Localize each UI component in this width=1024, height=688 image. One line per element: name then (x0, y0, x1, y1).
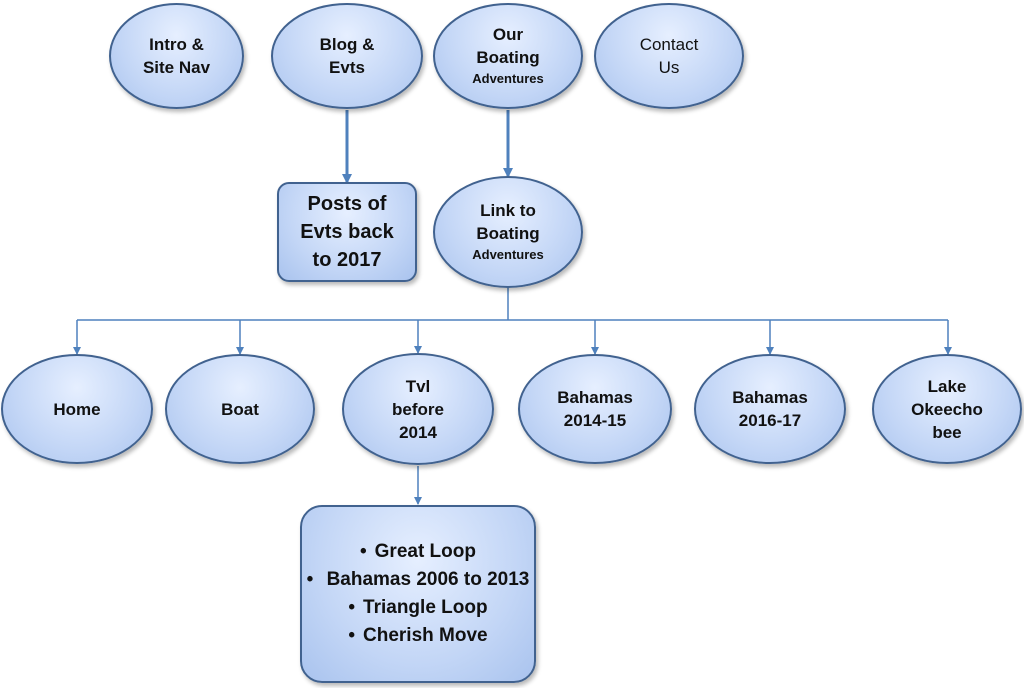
intro-site-nav-node: Intro & Site Nav (109, 3, 244, 109)
home-node: Home (1, 354, 153, 464)
boat-node: Boat (165, 354, 315, 464)
lake-okeechobee-node: Lake Okeecho bee (872, 354, 1022, 464)
link-line-1: Link to (480, 201, 536, 220)
boat-line-1: Boat (221, 399, 259, 419)
link-line-3: Adventures (472, 247, 544, 262)
bahamas-1617-line-1: Bahamas (732, 388, 808, 407)
posts-line-3: to 2017 (312, 249, 382, 271)
bahamas-1617-line-2: 2016-17 (738, 411, 802, 430)
blog-line-1: Blog & (319, 35, 375, 54)
tvl-line-2: before (392, 399, 444, 419)
contact-line-1: Contact (639, 35, 699, 54)
link-line-2: Boating (476, 224, 540, 243)
tvl-line-1: Tvl (405, 376, 431, 396)
detail-item-cherish-move: Cherish Move (307, 622, 530, 650)
blog-line-2: Evts (329, 58, 365, 77)
link-to-boating-node: Link to Boating Adventures (433, 176, 583, 288)
home-line-1: Home (53, 399, 101, 419)
bahamas-1415-line-1: Bahamas (557, 388, 633, 407)
tvl-details-box: Great Loop Bahamas 2006 to 2013 Triangle… (300, 505, 536, 683)
bahamas-1415-line-2: 2014-15 (563, 411, 627, 430)
lake-line-3: bee (932, 422, 962, 442)
our-boating-adventures-node: Our Boating Adventures (433, 3, 583, 109)
boating-line-2: Boating (476, 48, 540, 67)
intro-line-2: Site Nav (142, 58, 211, 77)
bahamas-2014-15-node: Bahamas 2014-15 (518, 354, 672, 464)
boating-line-3: Adventures (472, 71, 544, 86)
tvl-line-3: 2014 (399, 422, 437, 442)
posts-line-2: Evts back (300, 221, 394, 243)
lake-line-2: Okeecho (911, 399, 983, 419)
bahamas-2016-17-node: Bahamas 2016-17 (694, 354, 846, 464)
contact-line-2: Us (658, 58, 680, 77)
detail-item-triangle-loop: Triangle Loop (307, 594, 530, 622)
posts-line-1: Posts of (307, 193, 387, 215)
posts-of-events-box: Posts of Evts back to 2017 (277, 182, 417, 282)
blog-events-node: Blog & Evts (271, 3, 423, 109)
detail-item-great-loop: Great Loop (307, 538, 530, 566)
detail-item-bahamas-2006-2013: Bahamas 2006 to 2013 (307, 566, 530, 594)
tvl-details-list: Great Loop Bahamas 2006 to 2013 Triangle… (307, 538, 530, 650)
lake-line-1: Lake (927, 376, 967, 396)
contact-us-node: Contact Us (594, 3, 744, 109)
intro-line-1: Intro & (149, 35, 204, 54)
detail-item-bahamas-text: Bahamas 2006 to 2013 (326, 569, 530, 590)
tvl-before-2014-node: Tvl before 2014 (342, 353, 494, 465)
boating-line-1: Our (492, 25, 524, 44)
